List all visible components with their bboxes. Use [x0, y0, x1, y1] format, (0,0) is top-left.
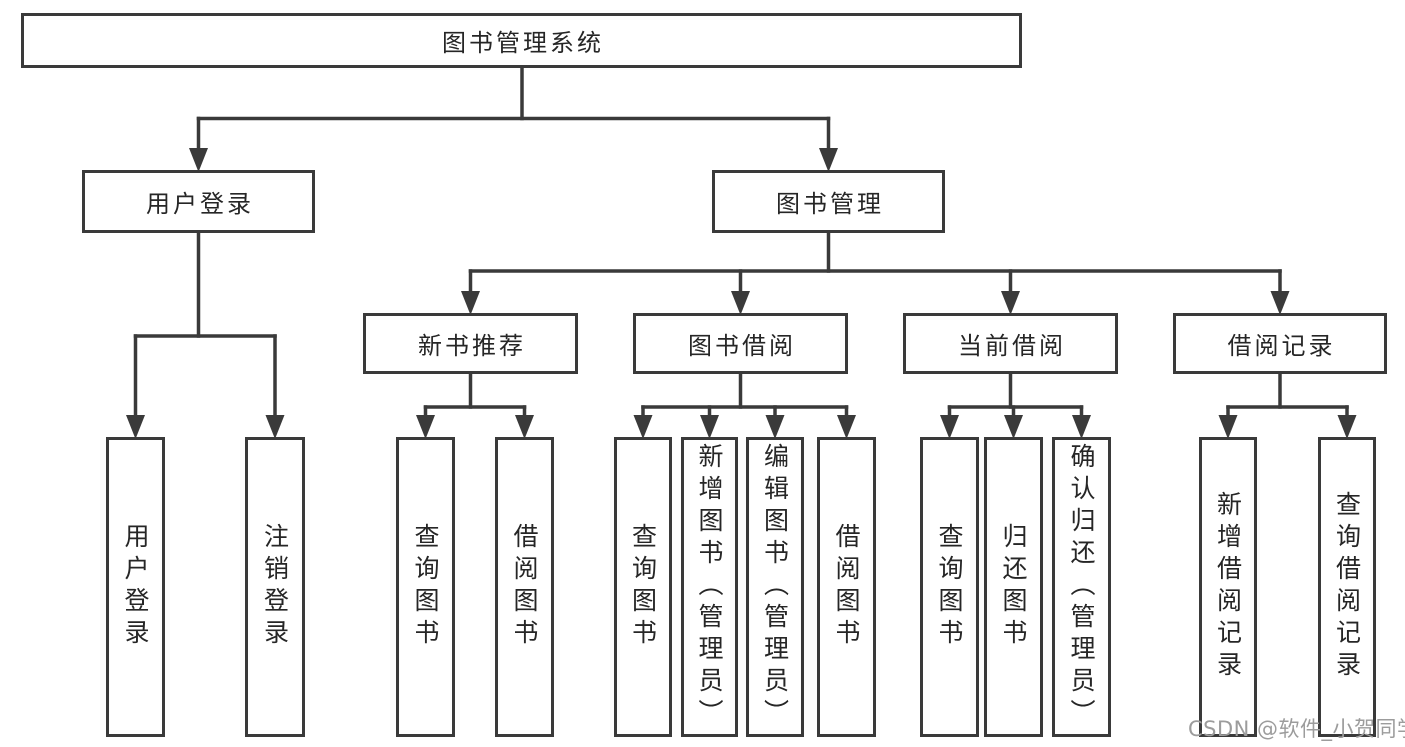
- node-book-management: 图书管理: [712, 170, 945, 233]
- node-user-login: 用户登录: [82, 170, 315, 233]
- node-root: 图书管理系统: [21, 13, 1022, 68]
- node-book-borrowing: 图书借阅: [633, 313, 848, 374]
- node-new-book-recommend: 新书推荐: [363, 313, 578, 374]
- node-current-borrowing: 当前借阅: [903, 313, 1118, 374]
- leaf-bb-edit-books-admin: 编辑图书（管理员）: [746, 437, 804, 737]
- leaf-cb-confirm-return-admin: 确认归还（管理员）: [1052, 437, 1111, 737]
- leaf-nr-query-books: 查询图书: [396, 437, 455, 737]
- leaf-user-login: 用户登录: [106, 437, 165, 737]
- leaf-logout-login: 注销登录: [245, 437, 305, 737]
- leaf-bb-borrow-books: 借阅图书: [817, 437, 876, 737]
- leaf-bb-add-books-admin: 新增图书（管理员）: [681, 437, 738, 737]
- leaf-nr-borrow-books: 借阅图书: [495, 437, 554, 737]
- arrowheads: [126, 148, 1357, 439]
- csdn-watermark: CSDN @软件_小贺同学: [1188, 717, 1405, 741]
- leaf-bb-query-books: 查询图书: [614, 437, 672, 737]
- node-borrow-records: 借阅记录: [1173, 313, 1387, 374]
- leaf-cb-return-books: 归还图书: [984, 437, 1043, 737]
- leaf-br-add-record: 新增借阅记录: [1199, 437, 1257, 737]
- leaf-cb-query-books: 查询图书: [920, 437, 979, 737]
- leaf-br-query-record: 查询借阅记录: [1318, 437, 1376, 737]
